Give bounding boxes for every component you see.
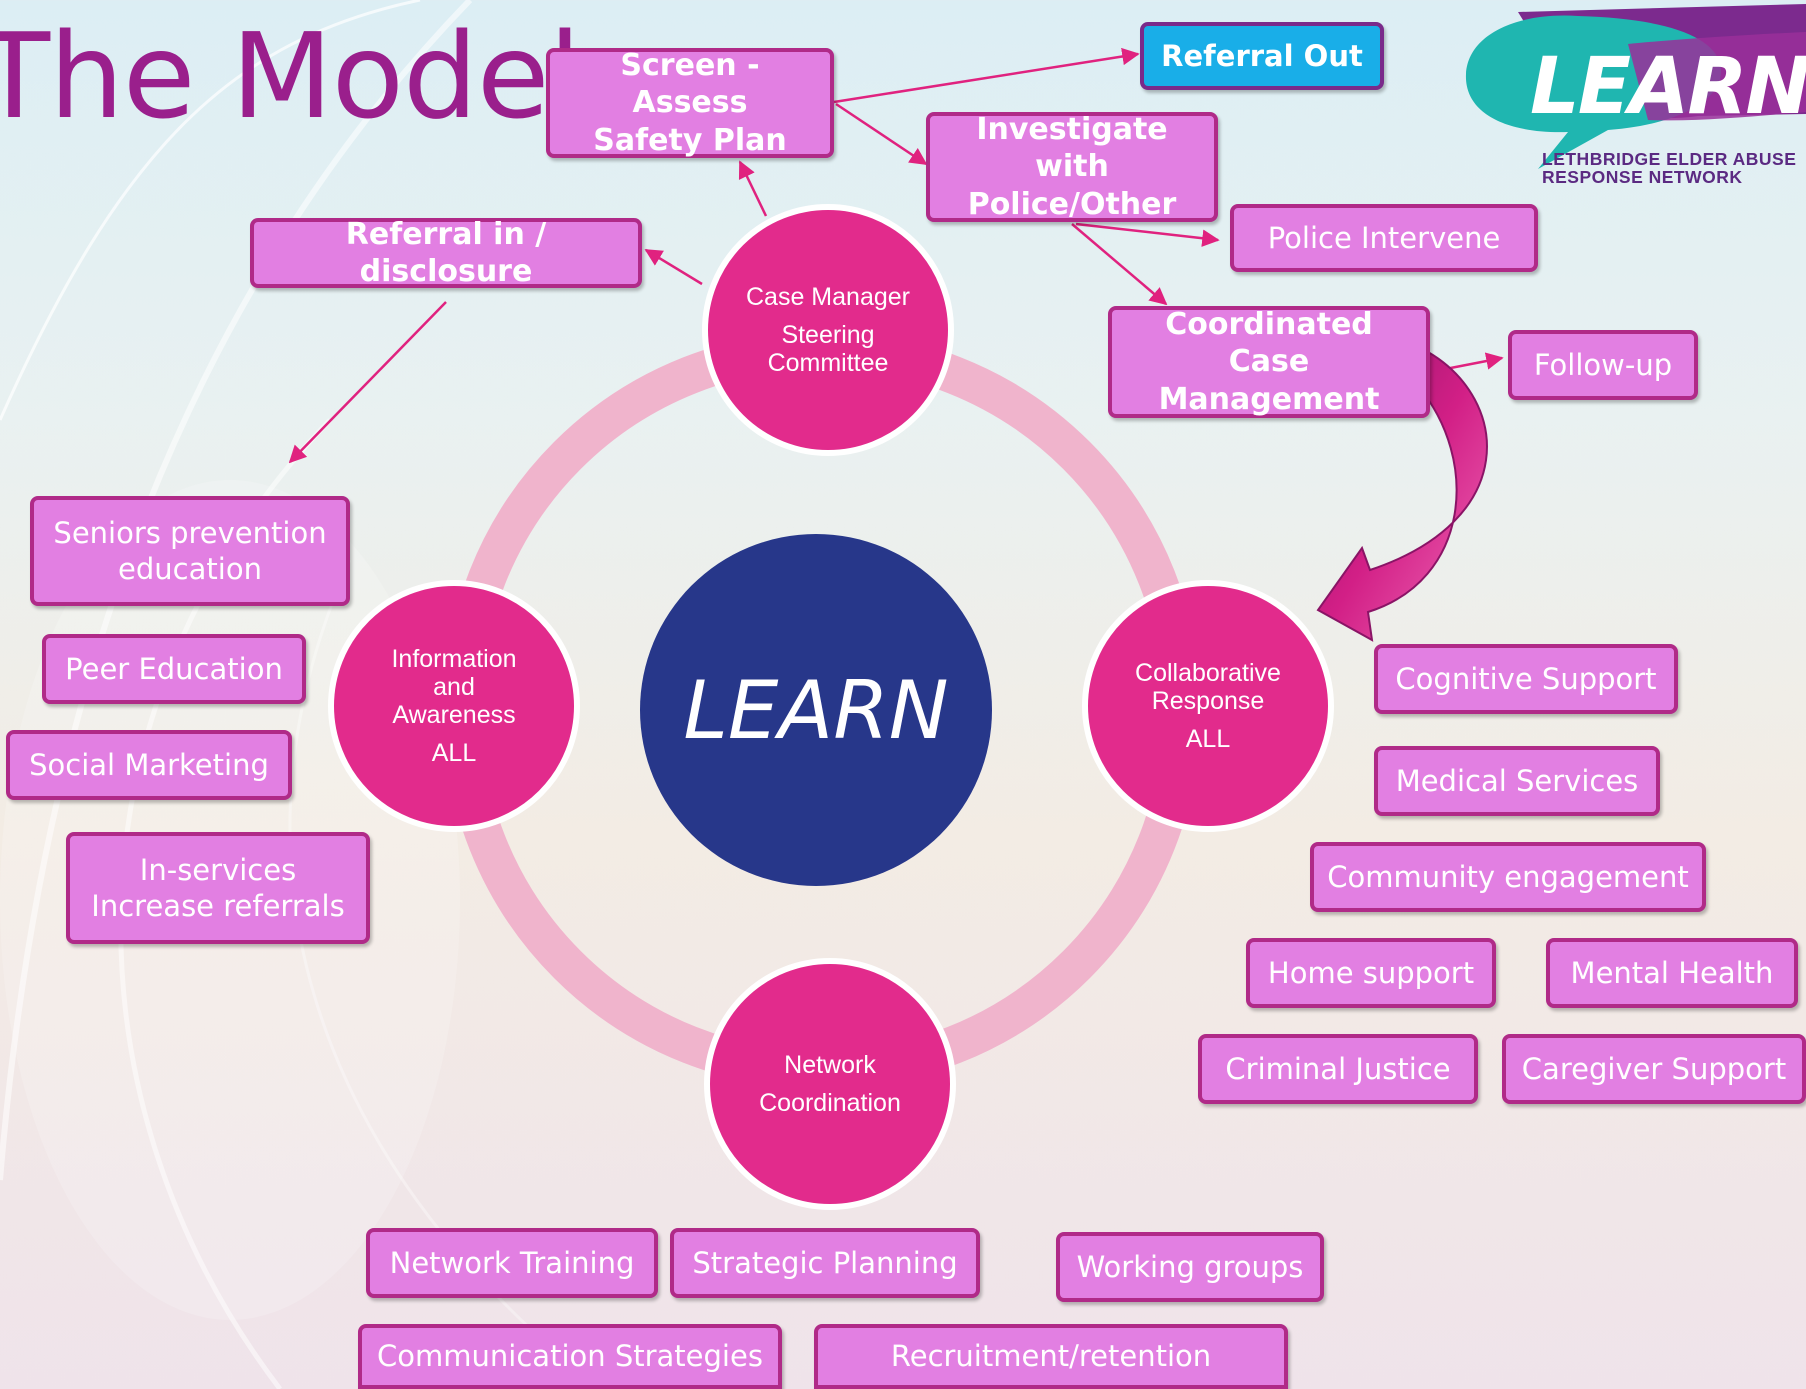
node-collaborative-line1: Collaborative bbox=[1135, 659, 1281, 687]
box-cognitive-support: Cognitive Support bbox=[1374, 644, 1678, 714]
arrow-to-police-intervene bbox=[1075, 222, 1220, 247]
hub-label: LEARN bbox=[683, 663, 949, 757]
node-information-line3: Awareness bbox=[392, 701, 516, 729]
box-community-engagement: Community engagement bbox=[1310, 842, 1706, 912]
arrow-to-coordinated bbox=[1071, 223, 1168, 306]
learn-logo: LEARN LETHBRIDGE ELDER ABUSE RESPONSE NE… bbox=[1458, 4, 1806, 194]
logo-wordmark: LEARN bbox=[1530, 42, 1806, 132]
arrow-to-referral-out bbox=[833, 47, 1140, 104]
box-seniors-prevention: Seniors prevention education bbox=[30, 496, 350, 606]
node-case-manager: Case Manager Steering Committee bbox=[702, 204, 954, 456]
box-communication-strategies: Communication Strategies bbox=[358, 1324, 782, 1389]
box-criminal-justice: Criminal Justice bbox=[1198, 1034, 1478, 1104]
box-peer-education: Peer Education bbox=[42, 634, 306, 704]
node-network-line1: Network bbox=[784, 1051, 876, 1079]
box-medical-services: Medical Services bbox=[1374, 746, 1660, 816]
arrow-to-screen-assess bbox=[738, 160, 768, 217]
box-mental-health: Mental Health bbox=[1546, 938, 1798, 1008]
box-coordinated-case-management: Coordinated Case Management bbox=[1108, 306, 1430, 418]
node-collaborative-line3: ALL bbox=[1185, 725, 1231, 753]
learn-hub: LEARN bbox=[640, 534, 992, 886]
box-referral-in: Referral in / disclosure bbox=[250, 217, 642, 289]
arrow-to-investigate bbox=[835, 102, 928, 166]
node-network-line2: Coordination bbox=[759, 1089, 901, 1117]
box-social-marketing: Social Marketing bbox=[6, 730, 292, 800]
node-information-line1: Information bbox=[391, 645, 517, 673]
node-case-manager-line1: Case Manager bbox=[746, 283, 910, 311]
arrow-to-information bbox=[288, 301, 447, 464]
logo-subtitle-line2: RESPONSE NETWORK bbox=[1542, 167, 1743, 187]
box-investigate: Investigate with Police/Other bbox=[926, 112, 1218, 222]
box-in-services: In-services Increase referrals bbox=[66, 832, 370, 944]
arrow-to-referral-in bbox=[644, 248, 703, 286]
node-information-line2: and bbox=[433, 673, 475, 701]
box-follow-up: Follow-up bbox=[1508, 330, 1698, 400]
node-information-line4: ALL bbox=[431, 739, 477, 767]
node-collaborative-response: Collaborative Response ALL bbox=[1082, 580, 1334, 832]
box-working-groups: Working groups bbox=[1056, 1232, 1324, 1302]
box-recruitment-retention: Recruitment/retention bbox=[814, 1324, 1288, 1389]
page-title: The Model bbox=[0, 7, 581, 145]
logo-subtitle-line1: LETHBRIDGE ELDER ABUSE bbox=[1542, 149, 1797, 169]
box-strategic-planning: Strategic Planning bbox=[670, 1228, 980, 1298]
box-home-support: Home support bbox=[1246, 938, 1496, 1008]
box-referral-out: Referral Out bbox=[1140, 22, 1384, 90]
node-case-manager-line2: Steering bbox=[781, 321, 875, 349]
logo-graphic bbox=[1465, 4, 1806, 169]
node-information-awareness: Information and Awareness ALL bbox=[328, 580, 580, 832]
box-police-intervene: Police Intervene bbox=[1230, 204, 1538, 272]
box-caregiver-support: Caregiver Support bbox=[1502, 1034, 1806, 1104]
box-screen-assess: Screen - Assess Safety Plan bbox=[546, 48, 834, 158]
node-collaborative-line2: Response bbox=[1151, 687, 1265, 715]
node-network-coordination: Network Coordination bbox=[704, 958, 956, 1210]
curved-arrow-to-collaborative bbox=[1316, 350, 1488, 642]
node-case-manager-line3: Committee bbox=[767, 349, 889, 377]
box-network-training: Network Training bbox=[366, 1228, 658, 1298]
